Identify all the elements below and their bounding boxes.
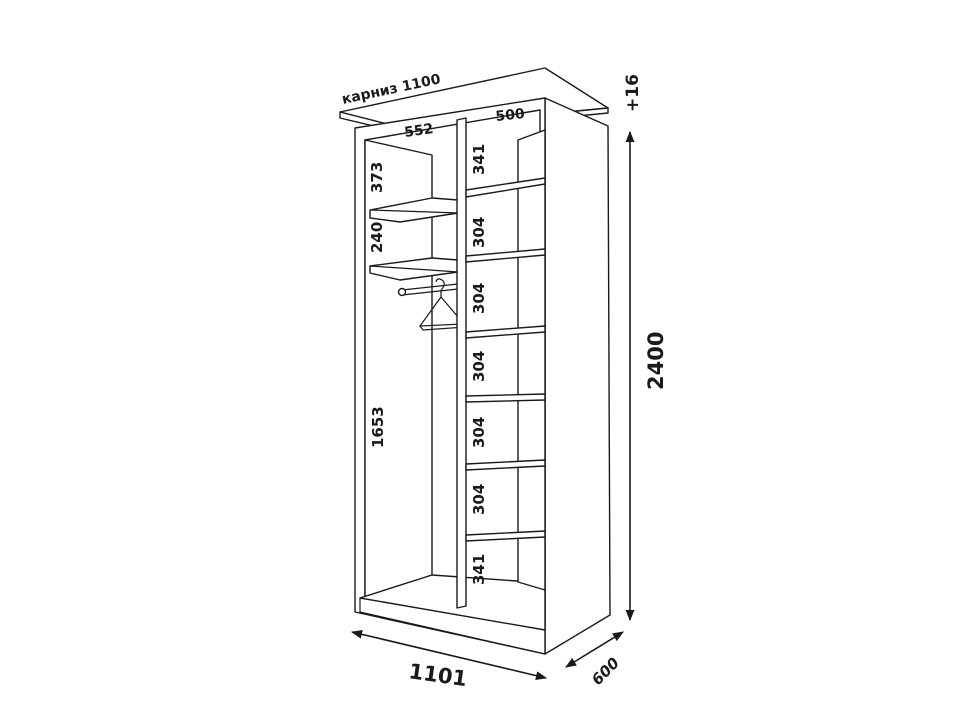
width-dimension-line xyxy=(350,629,548,681)
right-section-label: 304 xyxy=(470,484,488,515)
right-section-label: 304 xyxy=(470,217,488,248)
left-shelves xyxy=(369,197,459,281)
left-bottom-label: 1653 xyxy=(369,406,387,448)
height-label: 2400 xyxy=(644,332,668,390)
right-side-panel xyxy=(544,97,611,655)
right-section-label: 341 xyxy=(470,554,488,585)
depth-right-label: 500 xyxy=(495,106,526,125)
depth-dimension-line xyxy=(565,631,624,668)
right-shelves xyxy=(465,177,546,542)
right-section-label: 304 xyxy=(470,417,488,448)
right-section-label: 304 xyxy=(470,283,488,314)
left-mid-label: 240 xyxy=(368,222,386,253)
depth-label: 600 xyxy=(588,654,623,689)
right-section-label: 341 xyxy=(470,144,488,175)
right-inner-strip xyxy=(517,129,546,591)
center-divider xyxy=(456,117,467,609)
hanging-rail xyxy=(397,283,459,297)
depth-left-label: 552 xyxy=(403,121,434,141)
right-section-label: 304 xyxy=(470,351,488,382)
left-top-label: 373 xyxy=(368,162,386,193)
width-label: 1101 xyxy=(407,659,468,691)
right-section-labels: 341 304 304 304 304 304 341 xyxy=(470,144,488,585)
cornice-extra-label: +16 xyxy=(623,74,643,112)
